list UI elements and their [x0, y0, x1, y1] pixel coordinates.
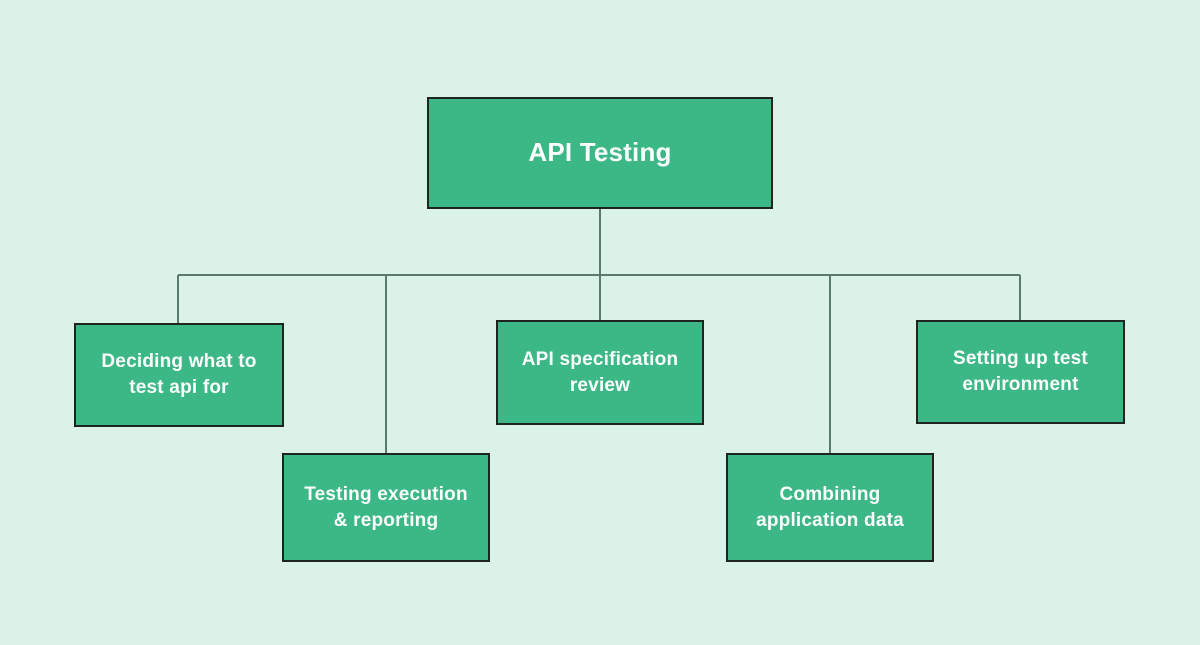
- node-label-setting-up-test-environment: Setting up test environment: [953, 348, 1088, 395]
- node-testing-execution-and-reporting[interactable]: Testing execution & reporting: [282, 453, 490, 562]
- node-api-testing[interactable]: API Testing: [427, 97, 773, 209]
- node-label-api-specification-review: API specification review: [521, 348, 679, 396]
- node-label-combining-application-data: Combining application data: [756, 483, 904, 531]
- node-api-specification-review[interactable]: API specification review: [496, 320, 704, 425]
- node-combining-application-data[interactable]: Combining application data: [726, 453, 934, 562]
- node-setting-up-test-environment[interactable]: Setting up test environment: [916, 320, 1125, 424]
- node-label-deciding-what-to-test-api-for: Deciding what to test api for: [101, 351, 257, 398]
- node-label-api-testing: API Testing: [528, 137, 672, 168]
- node-label-testing-execution-and-reporting: Testing execution & reporting: [304, 483, 468, 531]
- node-deciding-what-to-test-api-for[interactable]: Deciding what to test api for: [74, 323, 284, 427]
